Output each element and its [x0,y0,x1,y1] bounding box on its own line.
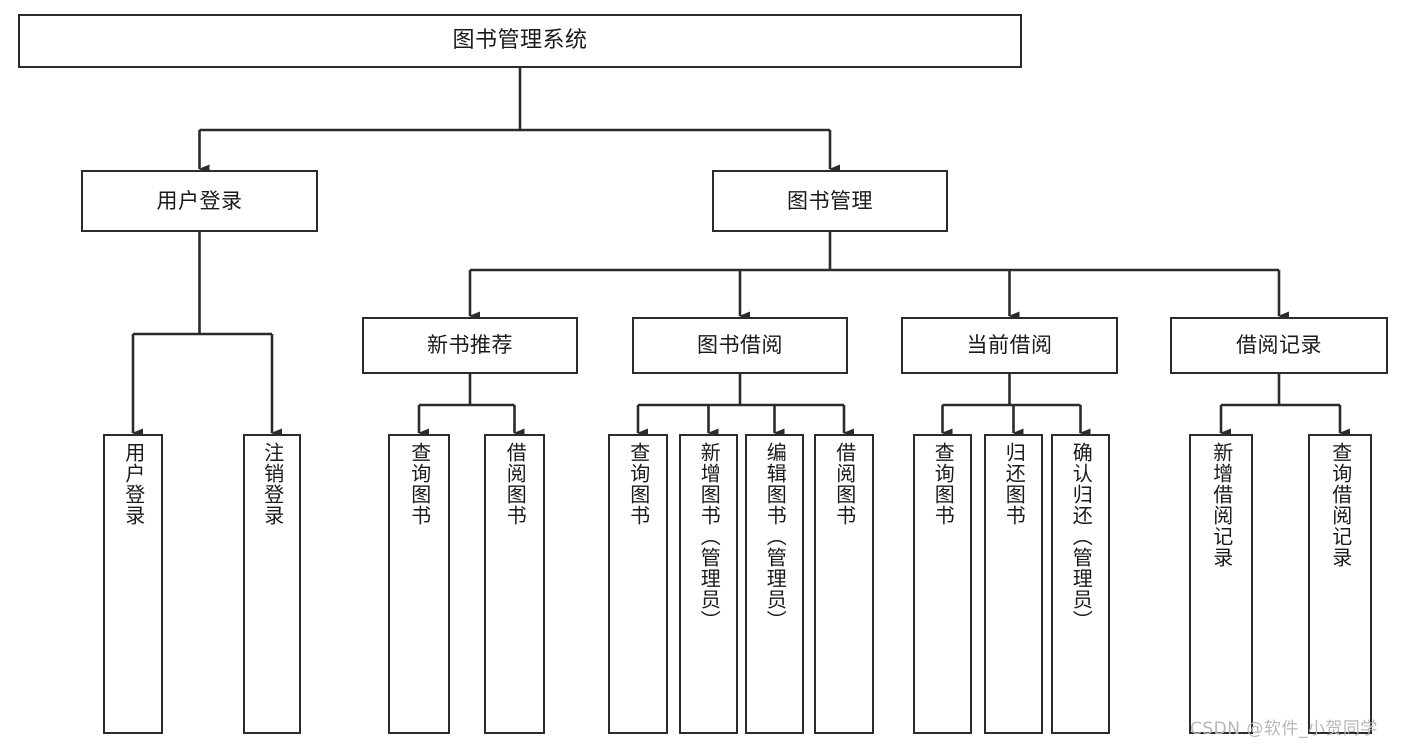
node-leaf-11[interactable]: 确认归还（管理员） [1051,434,1110,734]
node-label: 新书推荐 [427,333,513,358]
node-label: 图书借阅 [697,333,783,358]
node-leaf-3[interactable]: 查询图书 [388,434,450,734]
node-leaf-13[interactable]: 查询借阅记录 [1308,434,1372,734]
node-label: 查询图书 [931,442,956,526]
node-leaf-2[interactable]: 注销登录 [243,434,301,734]
node-leaf-5[interactable]: 查询图书 [608,434,668,734]
node-l3-record[interactable]: 借阅记录 [1170,317,1388,374]
node-label: 当前借阅 [966,333,1053,358]
node-label: 图书管理系统 [452,28,588,54]
node-label: 图书管理 [787,188,873,213]
csdn-watermark: CSDN @软件_小贺同学 [1190,719,1378,739]
node-label: 注销登录 [260,442,285,526]
node-leaf-10[interactable]: 归还图书 [984,434,1043,734]
node-label: 确认归还（管理员） [1069,442,1094,631]
node-leaf-7[interactable]: 编辑图书（管理员） [745,434,804,734]
node-l2-login[interactable]: 用户登录 [81,170,318,232]
node-label: 归还图书 [1002,442,1027,526]
node-label: 编辑图书（管理员） [763,442,788,631]
node-label: 查询图书 [407,442,432,526]
node-label: 查询图书 [626,442,651,526]
node-leaf-6[interactable]: 新增图书（管理员） [679,434,738,734]
node-label: 新增图书（管理员） [697,442,722,631]
node-leaf-12[interactable]: 新增借阅记录 [1189,434,1253,734]
node-label: 用户登录 [121,442,146,526]
node-l3-current[interactable]: 当前借阅 [901,317,1118,374]
node-label: 新增借阅记录 [1209,442,1234,568]
node-label: 借阅图书 [832,442,857,526]
node-l3-borrow[interactable]: 图书借阅 [632,317,848,374]
node-leaf-1[interactable]: 用户登录 [103,434,163,734]
node-label: 用户登录 [156,188,243,213]
node-label: 查询借阅记录 [1328,442,1353,568]
node-leaf-8[interactable]: 借阅图书 [814,434,874,734]
node-leaf-4[interactable]: 借阅图书 [484,434,545,734]
node-l3-new[interactable]: 新书推荐 [362,317,578,374]
node-label: 借阅记录 [1236,333,1322,358]
node-l2-book[interactable]: 图书管理 [712,170,948,232]
node-label: 借阅图书 [503,442,528,526]
node-leaf-9[interactable]: 查询图书 [913,434,972,734]
node-root[interactable]: 图书管理系统 [18,14,1022,68]
